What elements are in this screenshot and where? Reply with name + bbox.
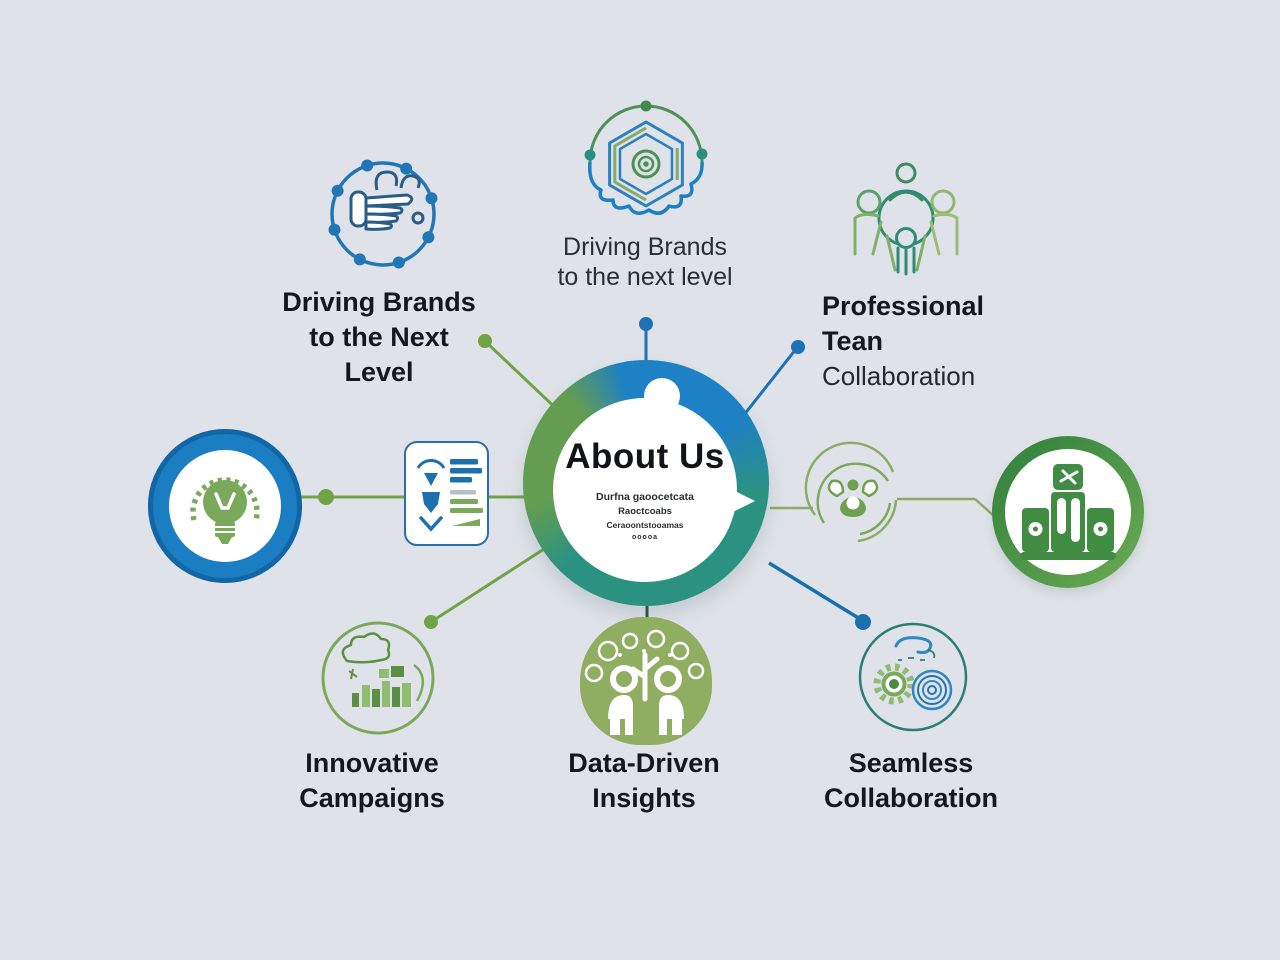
lightbulb-donut-icon: [148, 429, 302, 583]
podium-chart-donut-icon: [992, 436, 1144, 588]
label-line: Data-Driven: [568, 748, 720, 778]
connector-top-left: [478, 334, 565, 417]
gear-swirl-icon: [856, 620, 970, 734]
speech-bubble-bump: [644, 378, 680, 414]
campaign-doodle-icon: [319, 619, 437, 737]
label-bottom-left: Innovative Campaigns: [252, 746, 492, 816]
label-line: Collaboration: [824, 783, 998, 813]
label-line: Driving Brands: [282, 287, 476, 317]
pointing-hand-circle-icon: [321, 152, 445, 276]
subtext-line: Ceraoontstooamas: [606, 520, 684, 531]
label-line: Insights: [592, 783, 696, 813]
report-bars: [449, 458, 483, 526]
label-bottom-center: Data-Driven Insights: [524, 746, 764, 816]
team-group-icon: [845, 158, 967, 282]
label-line: to the next level: [557, 263, 733, 291]
label-line: Professional: [822, 291, 985, 321]
label-top-left: Driving Brands to the Next Level: [256, 285, 502, 390]
connector-bottom-right: [768, 561, 871, 630]
swirl-glyph: [911, 669, 953, 711]
connector-right: [770, 441, 995, 543]
gear-glyph: [873, 663, 915, 705]
sync-people-icon: [806, 451, 900, 545]
subtext-line: Raoctcoabs: [618, 505, 672, 517]
label-line: Seamless: [848, 748, 974, 778]
about-us-subtext: Durfna gaoocetcata Raoctcoabs Ceraoontst…: [596, 489, 694, 544]
label-line: Campaigns: [299, 783, 445, 813]
label-line: Level: [344, 357, 414, 387]
connector-bottom-left: [424, 547, 545, 629]
figures: [608, 695, 684, 735]
subtext-line: Durfna gaoocetcata: [595, 490, 695, 503]
label-line: to the Next: [309, 322, 449, 352]
circle-dots: [328, 159, 438, 269]
campaign-bars: [352, 681, 411, 707]
podium-inner: [1005, 449, 1131, 575]
label-line: Driving Brands: [563, 233, 727, 261]
speech-bubble: [553, 398, 737, 582]
label-line: Collaboration: [822, 361, 976, 391]
label-line: Tean: [822, 326, 884, 356]
label-top-right: Professional Tean Collaboration: [822, 289, 1042, 394]
report-card-icon: [404, 441, 489, 546]
about-us-block: About Us Durfna gaoocetcata Raoctcoabs C…: [553, 398, 737, 582]
label-bottom-right: Seamless Collaboration: [791, 746, 1031, 816]
subtext-line: ooooa: [632, 533, 658, 541]
speech-bubble-pointer-icon: [731, 489, 755, 513]
lightbulb-inner: [169, 450, 281, 562]
hexagon-brain-icon: [573, 98, 719, 234]
label-line: Innovative: [305, 748, 439, 778]
insights-tree-icon: [580, 617, 712, 745]
about-us-title: About Us: [565, 436, 725, 476]
label-top-center: Driving Brands to the next level: [500, 232, 790, 292]
connector-top-right: [738, 340, 805, 421]
hand-glyph: [349, 170, 425, 231]
